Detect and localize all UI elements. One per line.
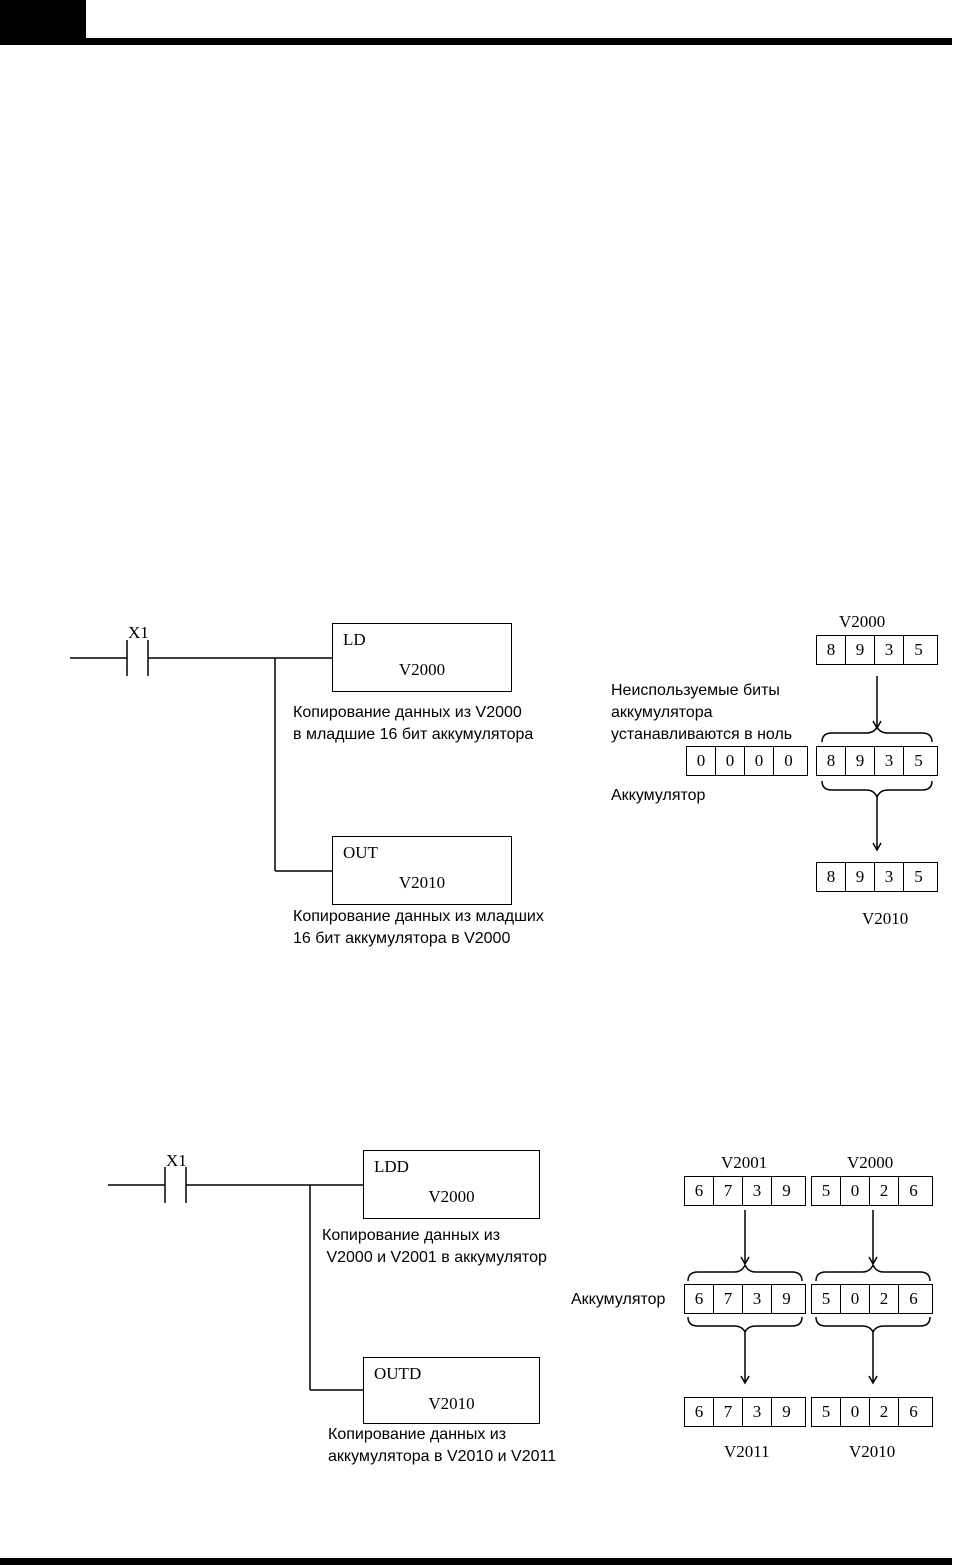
- out-description-line-2: 16 бит аккумулятора в V2000: [293, 930, 511, 947]
- digit-cell: 5: [812, 1177, 841, 1205]
- digit-cell: 8: [817, 747, 846, 775]
- digit-cell: 5: [914, 640, 923, 659]
- v2010-destination-register: 5 0 2 6: [811, 1397, 933, 1427]
- digit-cell: 3: [875, 747, 904, 775]
- digit-cell: 6: [909, 1402, 918, 1421]
- digit-cell: 5: [812, 1285, 841, 1313]
- v2001-source-register: 6 7 3 9: [684, 1176, 806, 1206]
- digit-cell: 6: [909, 1289, 918, 1308]
- digit-cell: 9: [782, 1289, 791, 1308]
- accumulator-high-word-2: 6 7 3 9: [684, 1284, 806, 1314]
- contact-x1-label: X1: [128, 623, 149, 642]
- digit-cell: 9: [846, 747, 875, 775]
- digit-cell: 3: [743, 1285, 772, 1313]
- header-rule: [0, 38, 952, 45]
- digit-cell: 5: [914, 867, 923, 886]
- unused-bits-line-2: аккумулятора: [611, 704, 713, 721]
- footer-rule: [0, 1558, 952, 1565]
- digit-cell: 8: [817, 636, 846, 664]
- digit-cell: 6: [685, 1177, 714, 1205]
- digit-cell: 0: [716, 747, 745, 775]
- digit-cell: 3: [875, 636, 904, 664]
- digit-cell: 0: [687, 747, 716, 775]
- destination-register-label: V2010: [862, 909, 909, 928]
- outd-mnemonic: OUTD: [374, 1364, 422, 1383]
- digit-cell: 9: [846, 636, 875, 664]
- v2011-destination-label: V2011: [724, 1442, 770, 1461]
- digit-cell: 7: [714, 1177, 743, 1205]
- out-instruction-box: OUT V2010: [332, 836, 512, 905]
- v2001-source-label: V2001: [721, 1153, 768, 1172]
- digit-cell: 0: [841, 1285, 870, 1313]
- digit-cell: 7: [714, 1285, 743, 1313]
- ldd-description: Копирование данных из V2000 и V2001 в ак…: [322, 1225, 547, 1269]
- digit-cell: 5: [812, 1398, 841, 1426]
- ldd-mnemonic: LDD: [374, 1157, 409, 1176]
- unused-bits-note: Неиспользуемые биты аккумулятора устанав…: [611, 680, 792, 746]
- digit-cell: 9: [846, 863, 875, 891]
- outd-description: Копирование данных из аккумулятора в V20…: [328, 1424, 556, 1468]
- digit-cell: 2: [870, 1398, 899, 1426]
- out-description-line-1: Копирование данных из младших: [293, 908, 544, 925]
- digit-cell: 8: [817, 863, 846, 891]
- v2000-source-register: 5 0 2 6: [811, 1176, 933, 1206]
- destination-register: 8 9 3 5: [816, 862, 938, 892]
- digit-cell: 2: [870, 1285, 899, 1313]
- digit-cell: 5: [914, 751, 923, 770]
- digit-cell: 2: [870, 1177, 899, 1205]
- accumulator-label: Аккумулятор: [611, 787, 706, 804]
- digit-cell: 3: [743, 1177, 772, 1205]
- ld-description-line-2: в младшие 16 бит аккумулятора: [293, 726, 534, 743]
- ld-description: Копирование данных из V2000 в младшие 16…: [293, 702, 533, 746]
- digit-cell: 3: [875, 863, 904, 891]
- accumulator-low-word: 8 9 3 5: [816, 746, 938, 776]
- accumulator-high-word: 0 0 0 0: [686, 746, 808, 776]
- digit-cell: 7: [714, 1398, 743, 1426]
- ld-description-line-1: Копирование данных из V2000: [293, 704, 522, 721]
- unused-bits-line-1: Неиспользуемые биты: [611, 682, 780, 699]
- source-register: 8 9 3 5: [816, 635, 938, 665]
- ld-operand: V2000: [398, 660, 446, 679]
- contact-x1-label-2: X1: [166, 1151, 187, 1170]
- digit-cell: 9: [782, 1181, 791, 1200]
- v2011-destination-register: 6 7 3 9: [684, 1397, 806, 1427]
- unused-bits-line-3: устанавливаются в ноль: [611, 726, 793, 743]
- ldd-operand: V2000: [428, 1187, 475, 1206]
- out-mnemonic: OUT: [343, 843, 378, 862]
- v2000-source-label: V2000: [847, 1153, 894, 1172]
- digit-cell: 0: [841, 1177, 870, 1205]
- v2010-destination-label: V2010: [849, 1442, 896, 1461]
- digit-cell: 9: [782, 1402, 791, 1421]
- ldd-description-line-2: V2000 и V2001 в аккумулятор: [322, 1249, 547, 1266]
- digit-cell: 6: [685, 1285, 714, 1313]
- accumulator-label-2: Аккумулятор: [571, 1291, 666, 1308]
- outd-description-line-2: аккумулятора в V2010 и V2011: [328, 1448, 557, 1465]
- ld-instruction-box: LD V2000: [332, 623, 512, 692]
- out-operand: V2010: [398, 873, 446, 892]
- outd-description-line-1: Копирование данных из: [328, 1426, 507, 1443]
- digit-cell: 3: [743, 1398, 772, 1426]
- ldd-instruction-box: LDD V2000: [363, 1150, 540, 1219]
- outd-operand: V2010: [428, 1394, 475, 1413]
- digit-cell: 0: [841, 1398, 870, 1426]
- ldd-description-line-1: Копирование данных из: [322, 1227, 501, 1244]
- accumulator-low-word-2: 5 0 2 6: [811, 1284, 933, 1314]
- digit-cell: 6: [909, 1181, 918, 1200]
- header-tab-block: [0, 0, 86, 38]
- outd-instruction-box: OUTD V2010: [363, 1357, 540, 1424]
- digit-cell: 6: [685, 1398, 714, 1426]
- ld-mnemonic: LD: [343, 630, 366, 649]
- out-description: Копирование данных из младших 16 бит акк…: [293, 906, 544, 950]
- digit-cell: 0: [784, 751, 793, 770]
- digit-cell: 0: [745, 747, 774, 775]
- source-register-label: V2000: [839, 612, 886, 631]
